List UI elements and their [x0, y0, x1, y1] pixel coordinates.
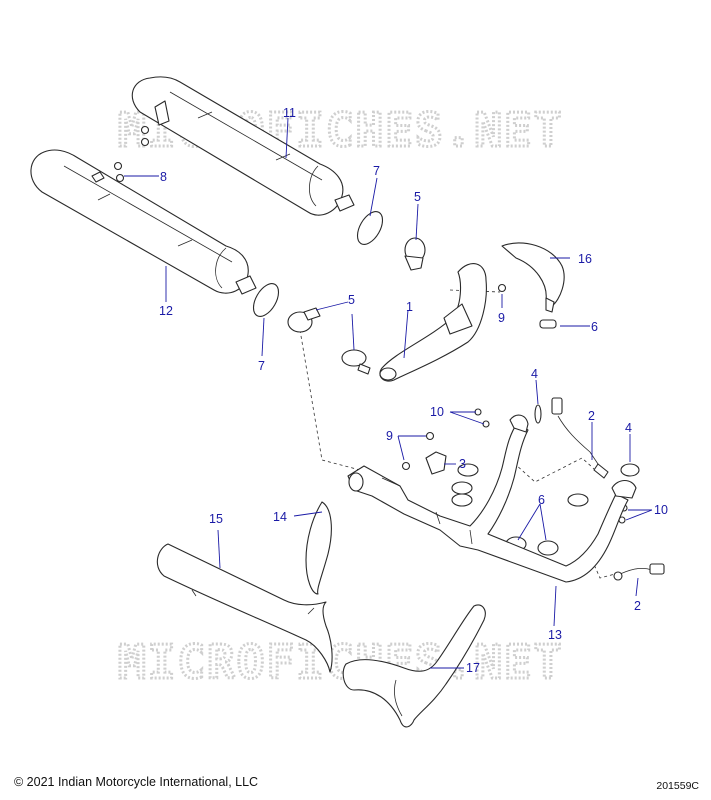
- callout-10-upper: 10: [430, 405, 444, 419]
- part-clamp-6a: [539, 319, 557, 329]
- callout-5-upper: 5: [414, 190, 421, 204]
- part-gasket-4b: [620, 463, 640, 477]
- part-clamp-6c: [451, 481, 473, 495]
- part-bolt-9c: [401, 461, 411, 471]
- callout-2-upper: 2: [588, 409, 595, 423]
- part-screws-8: [113, 125, 150, 183]
- part-gasket-upper: [356, 211, 384, 245]
- callout-16: 16: [578, 252, 592, 266]
- callout-15: 15: [209, 512, 223, 526]
- part-bracket-3: [425, 451, 447, 475]
- callout-7-lower: 7: [258, 359, 265, 373]
- part-head-pipe-13: [347, 414, 637, 583]
- callout-4-lower: 4: [625, 421, 632, 435]
- leader-lines: [124, 117, 653, 669]
- part-upper-muffler: [131, 76, 355, 216]
- callout-6-lower: 6: [538, 493, 545, 507]
- callout-10-lower: 10: [654, 503, 668, 517]
- callout-17: 17: [466, 661, 480, 675]
- part-heat-shield-16: [501, 242, 565, 307]
- callout-9-upper: 9: [498, 311, 505, 325]
- callout-3: 3: [459, 457, 466, 471]
- callout-8: 8: [160, 170, 167, 184]
- callout-1: 1: [406, 300, 413, 314]
- callout-14: 14: [273, 510, 287, 524]
- part-crossover-pipe: [379, 263, 487, 382]
- part-clamp-upper: [404, 237, 426, 271]
- callout-7-upper: 7: [373, 164, 380, 178]
- callout-labels: 11 8 7 5 16 12 5 1 9 6 7 4 10 2 4 9 3 6 …: [159, 106, 668, 675]
- part-clamp-6d: [451, 493, 473, 507]
- callout-4-upper: 4: [531, 367, 538, 381]
- callout-13: 13: [548, 628, 562, 642]
- part-bolt-9a: [497, 283, 507, 293]
- part-heat-shield-15: [156, 543, 333, 673]
- figure-code: 201559C: [656, 780, 699, 792]
- callout-2-lower: 2: [634, 599, 641, 613]
- part-o2-sensor-lower: [613, 563, 665, 581]
- callout-11: 11: [283, 106, 296, 120]
- callout-12: 12: [159, 304, 173, 318]
- part-clamp-lower: [287, 307, 321, 333]
- watermark-bottom: MICROFICHES.NET: [118, 635, 563, 689]
- part-clamp-6g: [537, 540, 559, 556]
- part-heat-shield-14: [305, 501, 332, 595]
- part-o2-sensor-upper: [551, 397, 609, 479]
- part-clamp-6b: [457, 463, 479, 477]
- part-gasket-lower: [252, 283, 280, 317]
- part-bolt-9b: [425, 431, 435, 441]
- callout-6-upper: 6: [591, 320, 598, 334]
- part-lower-muffler: [30, 149, 257, 295]
- callout-9-lower: 9: [386, 429, 393, 443]
- copyright-notice: © 2021 Indian Motorcycle International, …: [14, 775, 259, 789]
- part-heat-shield-17: [342, 604, 486, 728]
- part-clamp-mid: [341, 349, 371, 375]
- part-clamp-6e: [567, 493, 589, 507]
- part-gasket-4a: [534, 404, 542, 424]
- callout-5-lower: 5: [348, 293, 355, 307]
